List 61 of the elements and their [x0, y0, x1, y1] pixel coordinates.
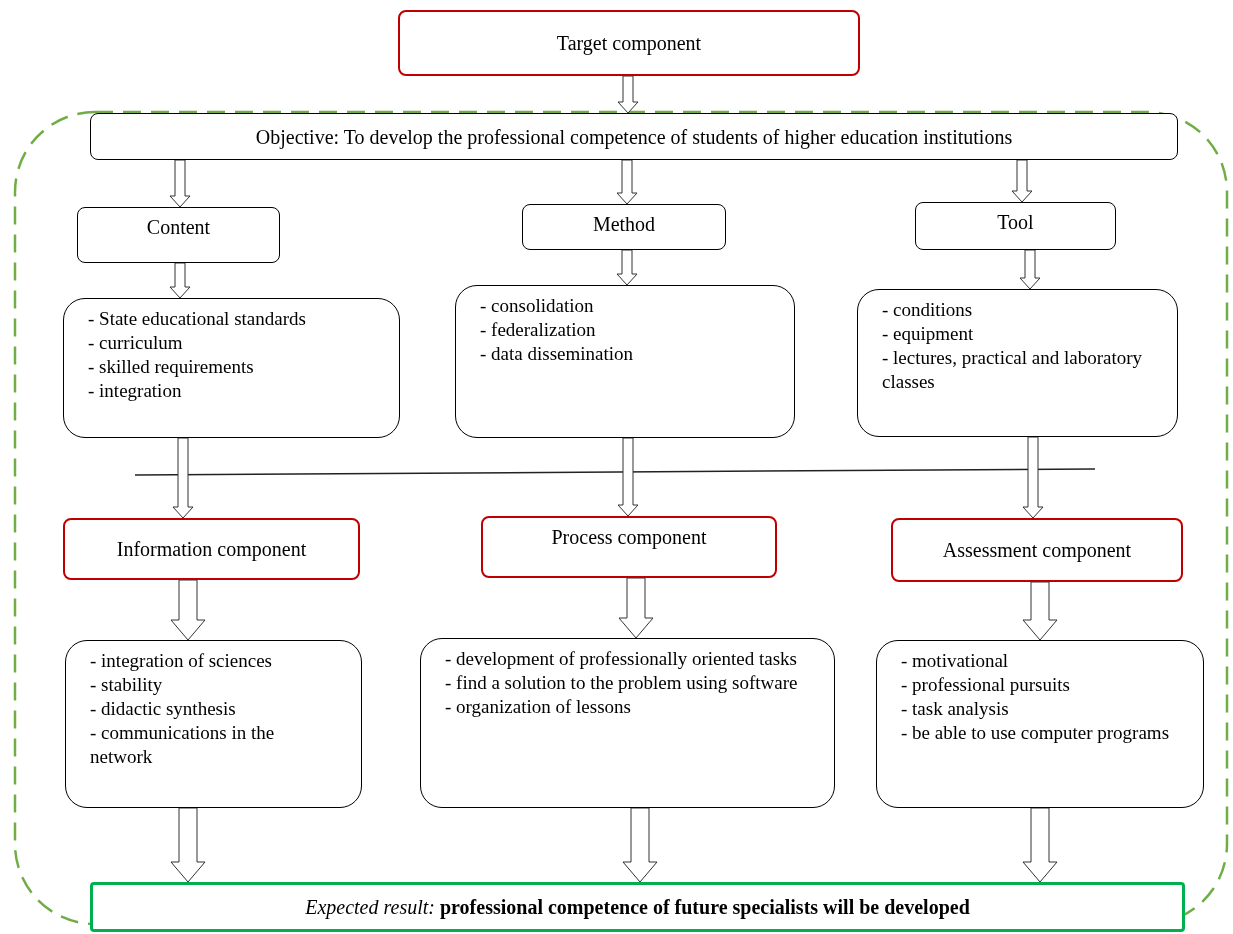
block-arrow	[616, 249, 638, 286]
rounded-box	[876, 640, 1204, 808]
list-item: - integration of sciences	[90, 649, 272, 673]
list-item: - development of professionally oriented tasks	[445, 647, 797, 671]
rounded-box	[65, 640, 362, 808]
block-arrow	[169, 262, 191, 299]
rounded-box	[455, 285, 795, 438]
rounded-box	[857, 289, 1178, 437]
block-arrow	[170, 579, 206, 641]
rounded-box	[77, 207, 280, 263]
rounded-box	[90, 113, 1178, 160]
block-arrow	[1011, 159, 1033, 203]
rounded-box	[915, 202, 1116, 250]
box-label: Assessment component	[942, 538, 1132, 563]
block-arrow	[617, 75, 639, 114]
list-item: - find a solution to the problem using software	[445, 671, 798, 695]
block-arrow	[170, 807, 206, 883]
component-box	[481, 516, 777, 578]
block-arrow	[618, 577, 654, 639]
list-item: - didactic synthesis	[90, 697, 236, 721]
block-arrow	[1022, 807, 1058, 883]
block-arrow	[617, 437, 639, 517]
list-item: - integration	[88, 379, 182, 403]
component-box	[891, 518, 1183, 582]
list-item: - stability	[90, 673, 163, 697]
list-item: - motivational	[901, 649, 1009, 673]
component-box	[398, 10, 860, 76]
list-item: - State educational standards	[88, 307, 306, 331]
list-item: - be able to use computer programs	[901, 721, 1170, 745]
box-label: Objective: To develop the professional competence of students of higher education institutions	[255, 124, 1013, 150]
list-item: - curriculum	[88, 331, 183, 355]
result-box	[90, 882, 1185, 932]
block-arrow	[169, 159, 191, 208]
list-item: - task analysis	[901, 697, 1009, 721]
rounded-box	[63, 298, 400, 438]
list-item: - professional pursuits	[901, 673, 1070, 697]
list-item: - organization of lessons	[445, 695, 631, 719]
block-arrow	[1019, 249, 1041, 290]
block-arrow	[1022, 581, 1058, 641]
rounded-box	[420, 638, 835, 808]
box-label: Method	[592, 212, 656, 237]
block-arrow	[1022, 436, 1044, 519]
list-item: - lectures, practical and laboratory classes	[882, 346, 1144, 394]
block-arrow	[172, 437, 194, 519]
block-arrow	[616, 159, 638, 205]
box-label: Information component	[116, 537, 307, 562]
box-label: Expected result: professional competence of future specialists will be developed	[305, 895, 970, 920]
box-label: Content	[146, 215, 211, 240]
rounded-box	[522, 204, 726, 250]
box-label: Process component	[551, 525, 707, 550]
list-item: - skilled requirements	[88, 355, 254, 379]
component-box	[63, 518, 360, 580]
list-item: - equipment	[882, 322, 974, 346]
list-item: - federalization	[480, 318, 596, 342]
list-item: - consolidation	[480, 294, 594, 318]
block-arrow	[622, 807, 658, 883]
list-item: - communications in the network	[90, 721, 276, 769]
box-label: Tool	[997, 210, 1034, 235]
box-label: Target component	[556, 31, 702, 56]
list-item: - conditions	[882, 298, 973, 322]
list-item: - data dissemination	[480, 342, 634, 366]
